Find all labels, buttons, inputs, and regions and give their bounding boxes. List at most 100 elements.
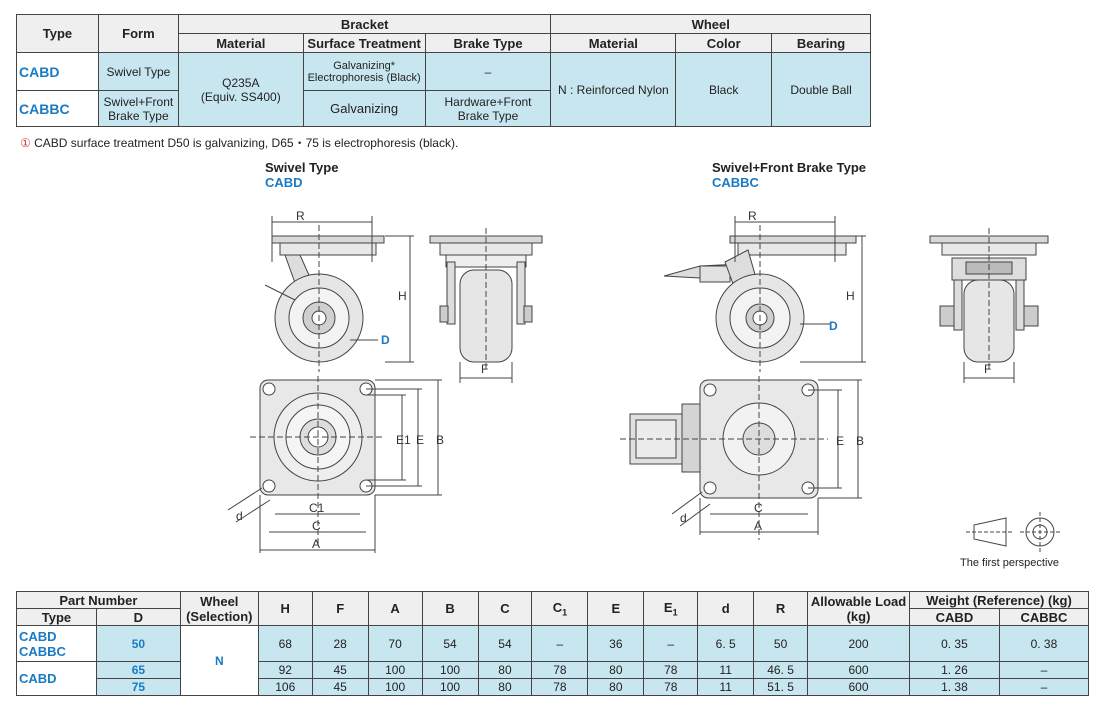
- spec-wheel-material: N : Reinforced Nylon: [550, 52, 677, 127]
- dims-header-r: R: [753, 591, 809, 626]
- spec-header-form: Form: [97, 14, 179, 53]
- cell: 51. 5: [753, 678, 809, 696]
- cell: –: [531, 625, 589, 662]
- spec-form-brake: Swivel+Front Brake Type: [97, 90, 179, 127]
- cell: 11: [697, 661, 755, 679]
- dims-header-part-number: Part Number: [16, 591, 181, 609]
- left-drawing-caption: Swivel Type CABD: [265, 160, 338, 190]
- dims-d-75: 75: [95, 678, 181, 696]
- cell: 68: [257, 625, 313, 662]
- dims-d-50: 50: [95, 625, 181, 662]
- dims-header-e1: E1: [643, 591, 699, 626]
- cabbc-side-view: [663, 216, 866, 372]
- cabd-side-view: [264, 216, 414, 372]
- surface-treatment-note: ① CABD surface treatment D50 is galvaniz…: [20, 134, 458, 151]
- dims-header-b: B: [421, 591, 479, 626]
- dim-label-f-left: F: [481, 362, 488, 376]
- cell: –: [998, 661, 1090, 679]
- cell: 100: [421, 661, 479, 679]
- dim-label-f-right: F: [984, 362, 991, 376]
- dims-header-weight-cabd: CABD: [908, 608, 1000, 626]
- dims-header-c1-main: C: [552, 599, 563, 615]
- spec-wheel-color: Black: [675, 52, 773, 127]
- dim-label-a-right: A: [754, 519, 762, 533]
- dims-header-c: C: [477, 591, 533, 626]
- note-text: CABD surface treatment D50 is galvanizin…: [34, 136, 459, 150]
- cell: 78: [643, 661, 699, 679]
- dim-label-b-left: B: [436, 433, 444, 447]
- dims-header-wheel-line2: (Selection): [186, 608, 253, 624]
- dims-header-load-line2: (kg): [846, 608, 871, 624]
- dims-header-wheel-line1: Wheel: [200, 593, 239, 609]
- first-angle-projection-icon: [966, 512, 1060, 552]
- dims-header-e: E: [587, 591, 645, 626]
- dims-header-e1-main: E: [663, 599, 673, 615]
- cell: 106: [257, 678, 313, 696]
- dims-header-d: D: [95, 608, 181, 626]
- dims-type-group1: CABD CABBC: [16, 625, 97, 662]
- cell: 100: [367, 678, 423, 696]
- spec-brake-cabbc-line2: Brake Type: [457, 108, 519, 123]
- dim-label-b-right: B: [856, 434, 864, 448]
- cell: 600: [807, 661, 910, 679]
- dim-label-d-small-left: d: [236, 509, 243, 523]
- dims-header-load-line1: Allowable Load: [810, 593, 907, 609]
- spec-header-wheel: Wheel: [550, 14, 871, 34]
- dimension-table: Part Number Wheel (Selection) H F A B C …: [16, 591, 1090, 696]
- cell: 50: [753, 625, 809, 662]
- dim-label-h-left: H: [398, 289, 407, 303]
- cabd-front-view: [429, 228, 543, 383]
- right-drawing-caption: Swivel+Front Brake Type CABBC: [712, 160, 866, 190]
- dims-type-cabbc-1: CABBC: [19, 643, 66, 659]
- dims-type-cabd-2: CABD: [16, 661, 97, 696]
- spec-material-line1: Q235A: [222, 75, 260, 90]
- dims-header-c1: C1: [531, 591, 589, 626]
- cell: 36: [587, 625, 645, 662]
- dim-label-d-left: D: [381, 333, 390, 347]
- cell: –: [643, 625, 699, 662]
- cell: 45: [311, 661, 369, 679]
- cell: 46. 5: [753, 661, 809, 679]
- cell: 28: [311, 625, 369, 662]
- cell: 100: [421, 678, 479, 696]
- cell: 54: [477, 625, 533, 662]
- dims-header-f: F: [311, 591, 369, 626]
- cell: 70: [367, 625, 423, 662]
- cell: 78: [531, 678, 589, 696]
- dim-label-h-right: H: [846, 289, 855, 303]
- left-drawing-title: Swivel Type: [265, 160, 339, 175]
- dims-header-a: A: [367, 591, 423, 626]
- cell: 78: [531, 661, 589, 679]
- dims-header-d-small: d: [697, 591, 755, 626]
- spec-material: Q235A (Equiv. SS400): [177, 52, 304, 127]
- technical-drawings: R H D F: [227, 209, 1060, 553]
- dim-label-c1-left: C1: [309, 501, 325, 515]
- spec-header-bracket: Bracket: [177, 14, 552, 34]
- cell: 100: [367, 661, 423, 679]
- dim-label-r-left: R: [296, 209, 305, 223]
- spec-form-brake-line1: Swivel+Front: [103, 94, 174, 109]
- dims-header-weight: Weight (Reference) (kg): [908, 591, 1090, 609]
- spec-brake-cabbc: Hardware+Front Brake Type: [424, 90, 552, 127]
- dim-label-a-left: A: [312, 537, 320, 551]
- cell: 600: [807, 678, 910, 696]
- left-drawing-code: CABD: [265, 175, 303, 190]
- spec-brake-cabbc-line1: Hardware+Front: [444, 94, 532, 109]
- cell: 200: [807, 625, 910, 662]
- cabbc-front-view: [929, 228, 1049, 383]
- cell: 0. 35: [908, 625, 1000, 662]
- cell: –: [998, 678, 1090, 696]
- spec-material-line2: (Equiv. SS400): [200, 89, 281, 104]
- cabd-top-view: [227, 376, 442, 553]
- cell: 80: [587, 661, 645, 679]
- spec-table: Type Form Bracket Wheel Material Surface…: [16, 14, 871, 127]
- spec-header-material: Material: [177, 33, 304, 53]
- cell: 6. 5: [697, 625, 755, 662]
- dims-d-65: 65: [95, 661, 181, 679]
- spec-surface-cabbc: Galvanizing: [302, 90, 426, 127]
- cell: 1. 38: [908, 678, 1000, 696]
- spec-form-brake-line2: Brake Type: [108, 108, 169, 123]
- cell: 92: [257, 661, 313, 679]
- dims-header-e1-sub: 1: [672, 607, 678, 618]
- spec-surface-cabd: Galvanizing* Electrophoresis (Black): [302, 52, 426, 91]
